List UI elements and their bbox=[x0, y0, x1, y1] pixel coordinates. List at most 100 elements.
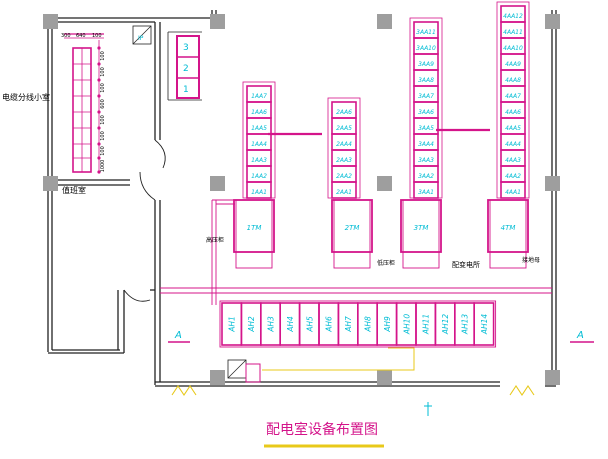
ah-cabinet-label: AH6 bbox=[325, 316, 334, 333]
ah-cabinet-label: AH11 bbox=[422, 314, 431, 335]
cabinet-cell bbox=[413, 181, 439, 199]
section-mark-right: A bbox=[570, 330, 594, 343]
grounding-line bbox=[262, 347, 415, 371]
section-mark-left: A bbox=[168, 330, 190, 343]
cabinet-label: 3AA6 bbox=[418, 109, 434, 116]
north-mark bbox=[424, 402, 432, 416]
section-label-left: A bbox=[174, 330, 182, 341]
cabinet-label: 4AA9 bbox=[505, 61, 521, 68]
small-cabinet-2: 2 bbox=[183, 64, 189, 74]
cabinet-label: 3AA10 bbox=[416, 45, 436, 52]
cabinet-label: 4AA5 bbox=[505, 125, 521, 132]
rack-dim-7: 100 bbox=[100, 146, 106, 156]
cabinet-cell bbox=[500, 181, 526, 199]
ah-cabinet-label: AH1 bbox=[228, 316, 237, 333]
annotation-ground: 接地母 bbox=[522, 256, 540, 264]
rack-dim-8: 1000 bbox=[100, 160, 106, 173]
rack-dim-2: 100 bbox=[100, 67, 106, 77]
dim-label-2: 640 bbox=[76, 33, 86, 39]
room-label-cable: 电缆分线小室 bbox=[2, 92, 50, 102]
cabinet-cell bbox=[331, 181, 357, 199]
transformer-label: 4TM bbox=[501, 224, 516, 232]
ah-cabinet-label: AH9 bbox=[383, 316, 392, 333]
ah-cabinet-label: AH12 bbox=[441, 314, 450, 336]
transformer-1: 1TM bbox=[233, 199, 275, 269]
ip-box-bottom bbox=[227, 359, 261, 383]
small-cabinet-1: 1 bbox=[183, 85, 189, 95]
cabinet-label: 4AA6 bbox=[505, 109, 521, 116]
transformer-2: 2TM bbox=[331, 199, 373, 269]
cabinet-label: 4AA2 bbox=[505, 173, 521, 180]
cabinet-label: 3AA2 bbox=[418, 173, 434, 180]
section-label-right: A bbox=[576, 330, 584, 341]
cabinet-label: 2AA2 bbox=[336, 173, 352, 180]
rack-dimension-labels: 100 100 100 600 100 100 100 1000 bbox=[100, 51, 106, 172]
building-walls bbox=[47, 10, 557, 387]
transformers: 1TM 2TM 3TM 4TM bbox=[233, 199, 529, 269]
cabinet-label: 1AA6 bbox=[251, 109, 267, 116]
cabinet-column-4: 4AA12 4AA11 4AA10 4AA9 4AA8 4AA7 4AA6 4AA5 4AA4 4… bbox=[496, 1, 530, 199]
ip-box: IP bbox=[132, 25, 152, 45]
transformer-4: 4TM bbox=[487, 199, 529, 269]
room-label-distribution: 配变电所 bbox=[452, 260, 480, 269]
transformer-label: 2TM bbox=[345, 224, 360, 232]
cabinet-label: 1AA2 bbox=[251, 173, 267, 180]
cabinet-label: 2AA4 bbox=[336, 141, 352, 148]
cabinet-label: 4AA12 bbox=[503, 13, 523, 20]
annotation-lv: 低压柜 bbox=[377, 259, 395, 267]
dim-label-3: 100 bbox=[92, 33, 102, 39]
cabinet-label: 3AA7 bbox=[418, 93, 434, 100]
small-cabinets bbox=[167, 31, 202, 101]
cabinet-label: 4AA10 bbox=[503, 45, 523, 52]
cabinet-label: 4AA4 bbox=[505, 141, 521, 148]
rack-dim-3: 100 bbox=[100, 83, 106, 93]
cabinet-label: 4AA8 bbox=[505, 77, 521, 84]
cabinet-label: 4AA7 bbox=[505, 93, 521, 100]
transformer-3: 3TM bbox=[400, 199, 442, 269]
rack-dim-5: 100 bbox=[100, 115, 106, 125]
cabinet-label: 2AA5 bbox=[336, 125, 352, 132]
ah-cabinet-label: AH5 bbox=[305, 316, 314, 333]
cabinet-column-3: 3AA11 3AA10 3AA9 3AA8 3AA7 3AA6 3AA5 3AA4 3AA3 3A… bbox=[409, 17, 443, 199]
bus-bars bbox=[268, 128, 490, 136]
drawing-title: 配电室设备布置图 bbox=[266, 421, 378, 438]
cabinet-cell bbox=[246, 181, 272, 199]
cabinet-label: 3AA8 bbox=[418, 77, 434, 84]
cabinet-label: 4AA3 bbox=[505, 157, 521, 164]
cabinet-label: 3AA9 bbox=[418, 61, 434, 68]
cabinet-label: 1AA3 bbox=[251, 157, 267, 164]
cabinet-label: 4AA1 bbox=[505, 189, 521, 196]
rack-dim-1: 100 bbox=[100, 51, 106, 61]
cabinet-label: 3AA11 bbox=[416, 29, 436, 36]
small-cabinet-3: 3 bbox=[183, 43, 189, 53]
ah-cabinet-label: AH4 bbox=[286, 316, 295, 333]
ah-cabinet-label: AH14 bbox=[480, 314, 489, 336]
cabinet-columns: 1AA7 1AA6 1AA5 1AA4 1AA3 1AA2 1AA1 2AA6 2AA5 2AA4… bbox=[242, 1, 530, 199]
cabinet-label: 3AA5 bbox=[418, 125, 434, 132]
structural-columns bbox=[43, 14, 560, 385]
cabinet-label: 1AA7 bbox=[251, 93, 267, 100]
transformer-label: 3TM bbox=[414, 224, 429, 232]
ah-cabinet-label: AH13 bbox=[461, 314, 470, 336]
cabinet-label: 2AA6 bbox=[336, 109, 352, 116]
cabinet-label: 1AA4 bbox=[251, 141, 267, 148]
ah-cabinet-label: AH8 bbox=[364, 316, 373, 333]
room-label-duty: 值班室 bbox=[62, 185, 86, 195]
ah-cabinet bbox=[473, 302, 495, 346]
rack-dim-6: 100 bbox=[100, 131, 106, 141]
ah-cabinet-label: AH2 bbox=[247, 316, 256, 333]
cabinet-label: 3AA1 bbox=[418, 189, 434, 196]
annotation-hv: 高压柜 bbox=[206, 236, 224, 244]
cabinet-label: 1AA5 bbox=[251, 125, 267, 132]
transformer-label: 1TM bbox=[247, 224, 262, 232]
door-gaps bbox=[171, 385, 535, 396]
ah-cabinet-label: AH10 bbox=[402, 314, 411, 336]
cabinet-label: 2AA3 bbox=[336, 157, 352, 164]
cabinet-label: 3AA3 bbox=[418, 157, 434, 164]
dim-label-1: 300 bbox=[61, 33, 71, 39]
cabinet-label: 4AA11 bbox=[503, 29, 523, 36]
cabinet-label: 1AA1 bbox=[251, 189, 267, 196]
cabinet-label: 3AA4 bbox=[418, 141, 434, 148]
